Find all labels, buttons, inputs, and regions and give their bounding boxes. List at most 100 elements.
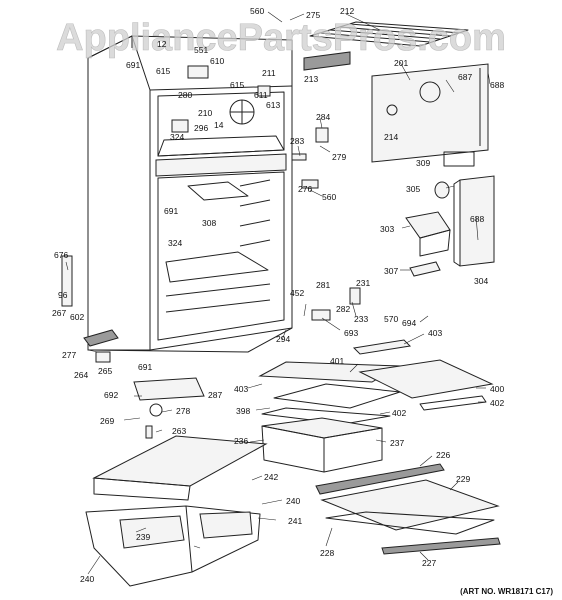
part-label: 269 [100, 416, 114, 426]
part-label: 231 [356, 278, 370, 288]
part-label: 615 [156, 66, 170, 76]
part-label: 694 [402, 318, 416, 328]
part-label: 403 [428, 328, 442, 338]
part-label: 282 [336, 304, 350, 314]
part-label: 213 [304, 74, 318, 84]
part-label: 570 [384, 314, 398, 324]
part-label: 611 [254, 90, 268, 100]
part-label: 687 [458, 72, 472, 82]
shelf-frame-assembly [315, 463, 501, 555]
part-label: 283 [290, 136, 304, 146]
part-label: 287 [208, 390, 222, 400]
part-label: 242 [264, 472, 278, 482]
fan-motor-assembly [171, 65, 271, 133]
part-label: 294 [276, 334, 290, 344]
part-label: 560 [250, 6, 264, 16]
part-label: 233 [354, 314, 368, 324]
part-label: 240 [286, 496, 300, 506]
light-shield [405, 211, 451, 257]
part-label: 560 [322, 192, 336, 202]
leveling-leg [149, 403, 163, 417]
part-label: 277 [62, 350, 76, 360]
part-label: 229 [456, 474, 470, 484]
part-label: 615 [230, 80, 244, 90]
part-label: 241 [288, 516, 302, 526]
part-label: 692 [104, 390, 118, 400]
meat-pan [261, 417, 383, 473]
part-label: 402 [392, 408, 406, 418]
part-label: 264 [74, 370, 88, 380]
part-label: 402 [490, 398, 504, 408]
part-label: 210 [198, 108, 212, 118]
part-label: 688 [490, 80, 504, 90]
part-label: 239 [136, 532, 150, 542]
part-label: 280 [178, 90, 192, 100]
part-label: 304 [474, 276, 488, 286]
freezer-wire-shelf [309, 21, 469, 47]
part-label: 324 [168, 238, 182, 248]
art-number: (ART NO. WR18171 C17) [460, 587, 553, 596]
part-label: 398 [236, 406, 250, 416]
part-label: 309 [416, 158, 430, 168]
part-label: 691 [164, 206, 178, 216]
left-hinge-plate [61, 255, 73, 307]
part-label: 263 [172, 426, 186, 436]
part-label: 236 [234, 436, 248, 446]
part-label: 279 [332, 152, 346, 162]
crisper-cover [92, 435, 268, 501]
part-label: 452 [290, 288, 304, 298]
part-label: 227 [422, 558, 436, 568]
part-label: 214 [384, 132, 398, 142]
part-label: 305 [406, 184, 420, 194]
part-label: 610 [210, 56, 224, 66]
part-label: 12 [157, 39, 167, 49]
light-socket [409, 261, 441, 277]
part-label: 676 [54, 250, 68, 260]
part-label: 240 [80, 574, 94, 584]
leveler-screw [145, 425, 153, 439]
cabinet-shell [87, 35, 293, 353]
part-label: 228 [320, 548, 334, 558]
control-knob [434, 181, 450, 199]
part-label: 281 [316, 280, 330, 290]
label-panel [443, 151, 475, 167]
part-label: 324 [170, 132, 184, 142]
damper-control [291, 127, 329, 189]
part-label: 403 [234, 384, 248, 394]
crisper-drawers [85, 505, 261, 587]
hinge-bracket [349, 287, 361, 305]
watermark: AppliancePartsPros.com [56, 17, 506, 59]
part-label: 96 [58, 290, 68, 300]
part-label: 296 [194, 123, 208, 133]
hinge [311, 309, 331, 321]
part-label: 401 [330, 356, 344, 366]
part-label: 308 [202, 218, 216, 228]
drain-pan [133, 377, 205, 401]
part-label: 237 [390, 438, 404, 448]
part-label: 267 [52, 308, 66, 318]
part-label: 551 [194, 45, 208, 55]
part-label: 276 [298, 184, 312, 194]
part-label: 691 [138, 362, 152, 372]
part-label: 275 [306, 10, 320, 20]
control-housing [453, 175, 495, 267]
kick-bracket [83, 329, 119, 347]
evaporator-cover [371, 63, 489, 163]
part-label: 212 [340, 6, 354, 16]
part-label: 693 [344, 328, 358, 338]
part-label: 400 [490, 384, 504, 394]
part-label: 691 [126, 60, 140, 70]
leader-lines [65, 11, 491, 575]
part-label: 201 [394, 58, 408, 68]
part-label: 211 [262, 68, 276, 78]
part-label: 602 [70, 312, 84, 322]
part-label: 284 [316, 112, 330, 122]
part-label: 14 [214, 120, 224, 130]
roller [95, 351, 111, 363]
part-label: 265 [98, 366, 112, 376]
part-label: 226 [436, 450, 450, 460]
part-label: 613 [266, 100, 280, 110]
part-label: 278 [176, 406, 190, 416]
glass-shelves [258, 339, 494, 425]
